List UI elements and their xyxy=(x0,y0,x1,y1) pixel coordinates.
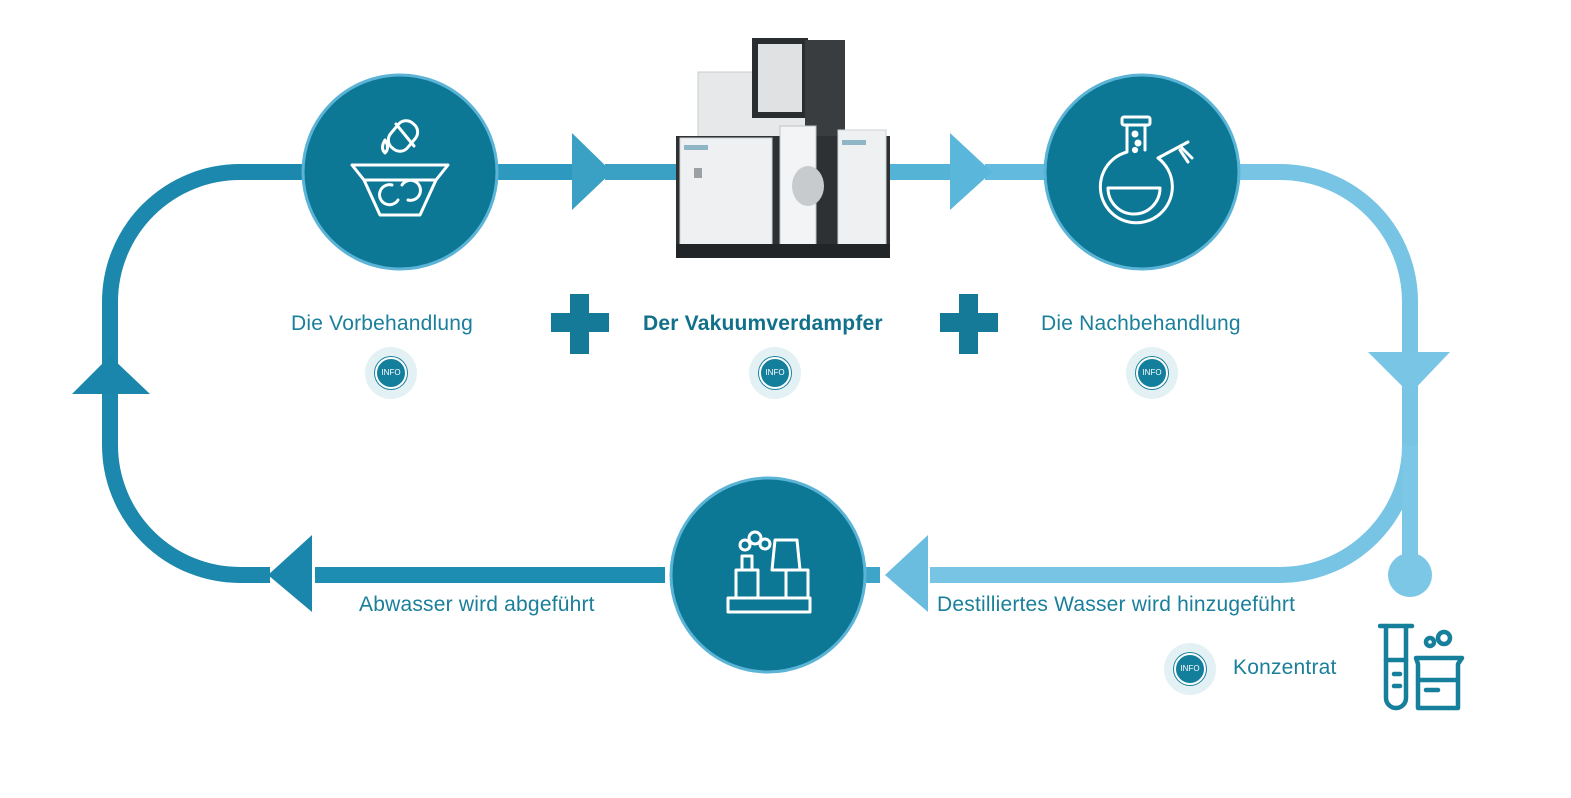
info-icon: INFO xyxy=(1174,653,1206,685)
concentrate-label: Konzentrat xyxy=(1233,656,1337,679)
pretreatment-info-button[interactable]: INFO xyxy=(365,347,417,399)
arrow-right-2 xyxy=(950,133,992,210)
arrow-left-bottom xyxy=(885,535,928,612)
arrow-left-main xyxy=(268,535,312,612)
loop-left-arc xyxy=(102,164,305,583)
evaporator-label: Der Vakuumverdampfer xyxy=(643,312,883,335)
flask-icon xyxy=(1098,115,1194,225)
wastewater-label: Abwasser wird abgeführt xyxy=(359,593,595,616)
info-icon: INFO xyxy=(759,357,791,389)
posttreatment-label: Die Nachbehandlung xyxy=(1041,312,1241,335)
pretreatment-label: Die Vorbehandlung xyxy=(291,312,474,335)
arrow-right-1 xyxy=(572,133,612,210)
factory-icon xyxy=(726,530,812,614)
posttreatment-circle xyxy=(1043,73,1241,271)
vacuum-evaporator-machine xyxy=(676,38,890,258)
evaporator-info-button[interactable]: INFO xyxy=(749,347,801,399)
wastewater-circle xyxy=(669,476,867,674)
plus-sign-2 xyxy=(940,294,998,354)
concentrate-info-button[interactable]: INFO xyxy=(1164,643,1216,695)
arrow-up xyxy=(72,356,150,394)
arrow-down xyxy=(1368,352,1450,394)
concentrate-drain-dot xyxy=(1388,553,1432,597)
info-icon: INFO xyxy=(375,357,407,389)
info-icon: INFO xyxy=(1136,357,1168,389)
test-tube-beaker-icon xyxy=(1378,623,1465,711)
distilled-water-label: Destilliertes Wasser wird hinzugeführt xyxy=(937,593,1296,616)
basin-pretreatment-icon xyxy=(350,119,450,217)
posttreatment-info-button[interactable]: INFO xyxy=(1126,347,1178,399)
plus-sign-1 xyxy=(551,294,609,354)
pretreatment-circle xyxy=(301,73,499,271)
